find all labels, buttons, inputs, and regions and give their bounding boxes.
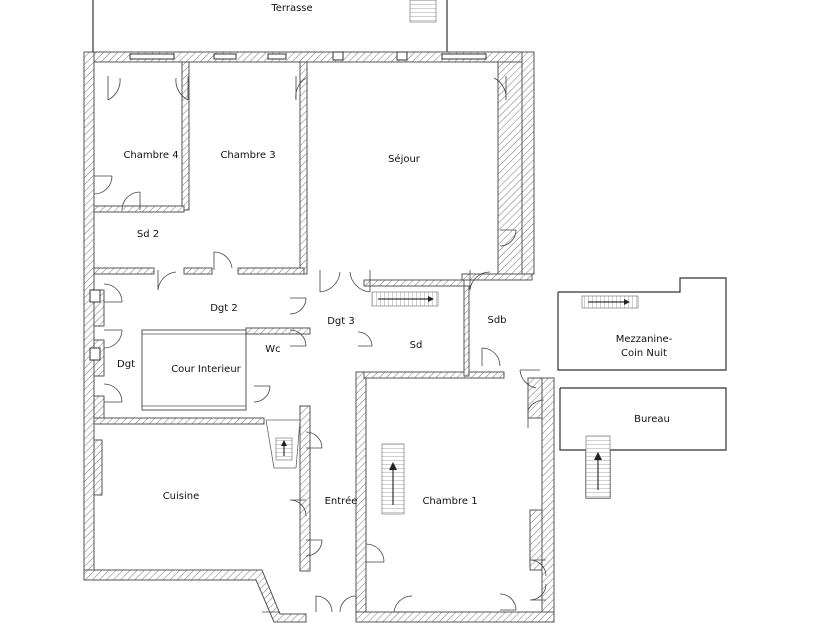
label-chambre-4: Chambre 4 bbox=[123, 150, 178, 161]
label-dgt-2: Dgt 2 bbox=[210, 303, 238, 314]
label-cour-interieur: Cour Interieur bbox=[171, 364, 241, 375]
room-labels: Chambre 4 Chambre 3 Séjour Sd 2 Dgt 2 Dg… bbox=[117, 150, 673, 507]
terrasse-stairs bbox=[409, 0, 437, 23]
label-bureau: Bureau bbox=[634, 414, 670, 425]
interior-walls bbox=[93, 61, 543, 613]
label-cuisine: Cuisine bbox=[163, 491, 200, 502]
windows bbox=[89, 51, 487, 361]
doors bbox=[93, 76, 547, 613]
label-sd-2: Sd 2 bbox=[137, 229, 159, 240]
label-sejour: Séjour bbox=[388, 153, 421, 165]
terrasse-area: Terrasse bbox=[92, 0, 448, 52]
label-coin-nuit: Coin Nuit bbox=[621, 348, 667, 359]
label-dgt: Dgt bbox=[117, 359, 135, 370]
stairs bbox=[265, 291, 439, 515]
label-mezzanine: Mezzanine- bbox=[616, 334, 673, 345]
label-chambre-1: Chambre 1 bbox=[422, 496, 477, 507]
label-chambre-3: Chambre 3 bbox=[220, 150, 275, 161]
cour-interieur bbox=[141, 329, 247, 411]
label-dgt-3: Dgt 3 bbox=[327, 316, 355, 327]
label-sdb: Sdb bbox=[487, 315, 506, 326]
label-entree: Entrée bbox=[325, 495, 358, 507]
label-terrasse: Terrasse bbox=[270, 3, 312, 14]
label-sd: Sd bbox=[410, 340, 423, 351]
bureau-block bbox=[559, 387, 727, 499]
mezzanine-block bbox=[557, 277, 727, 371]
label-wc: Wc bbox=[265, 344, 280, 355]
